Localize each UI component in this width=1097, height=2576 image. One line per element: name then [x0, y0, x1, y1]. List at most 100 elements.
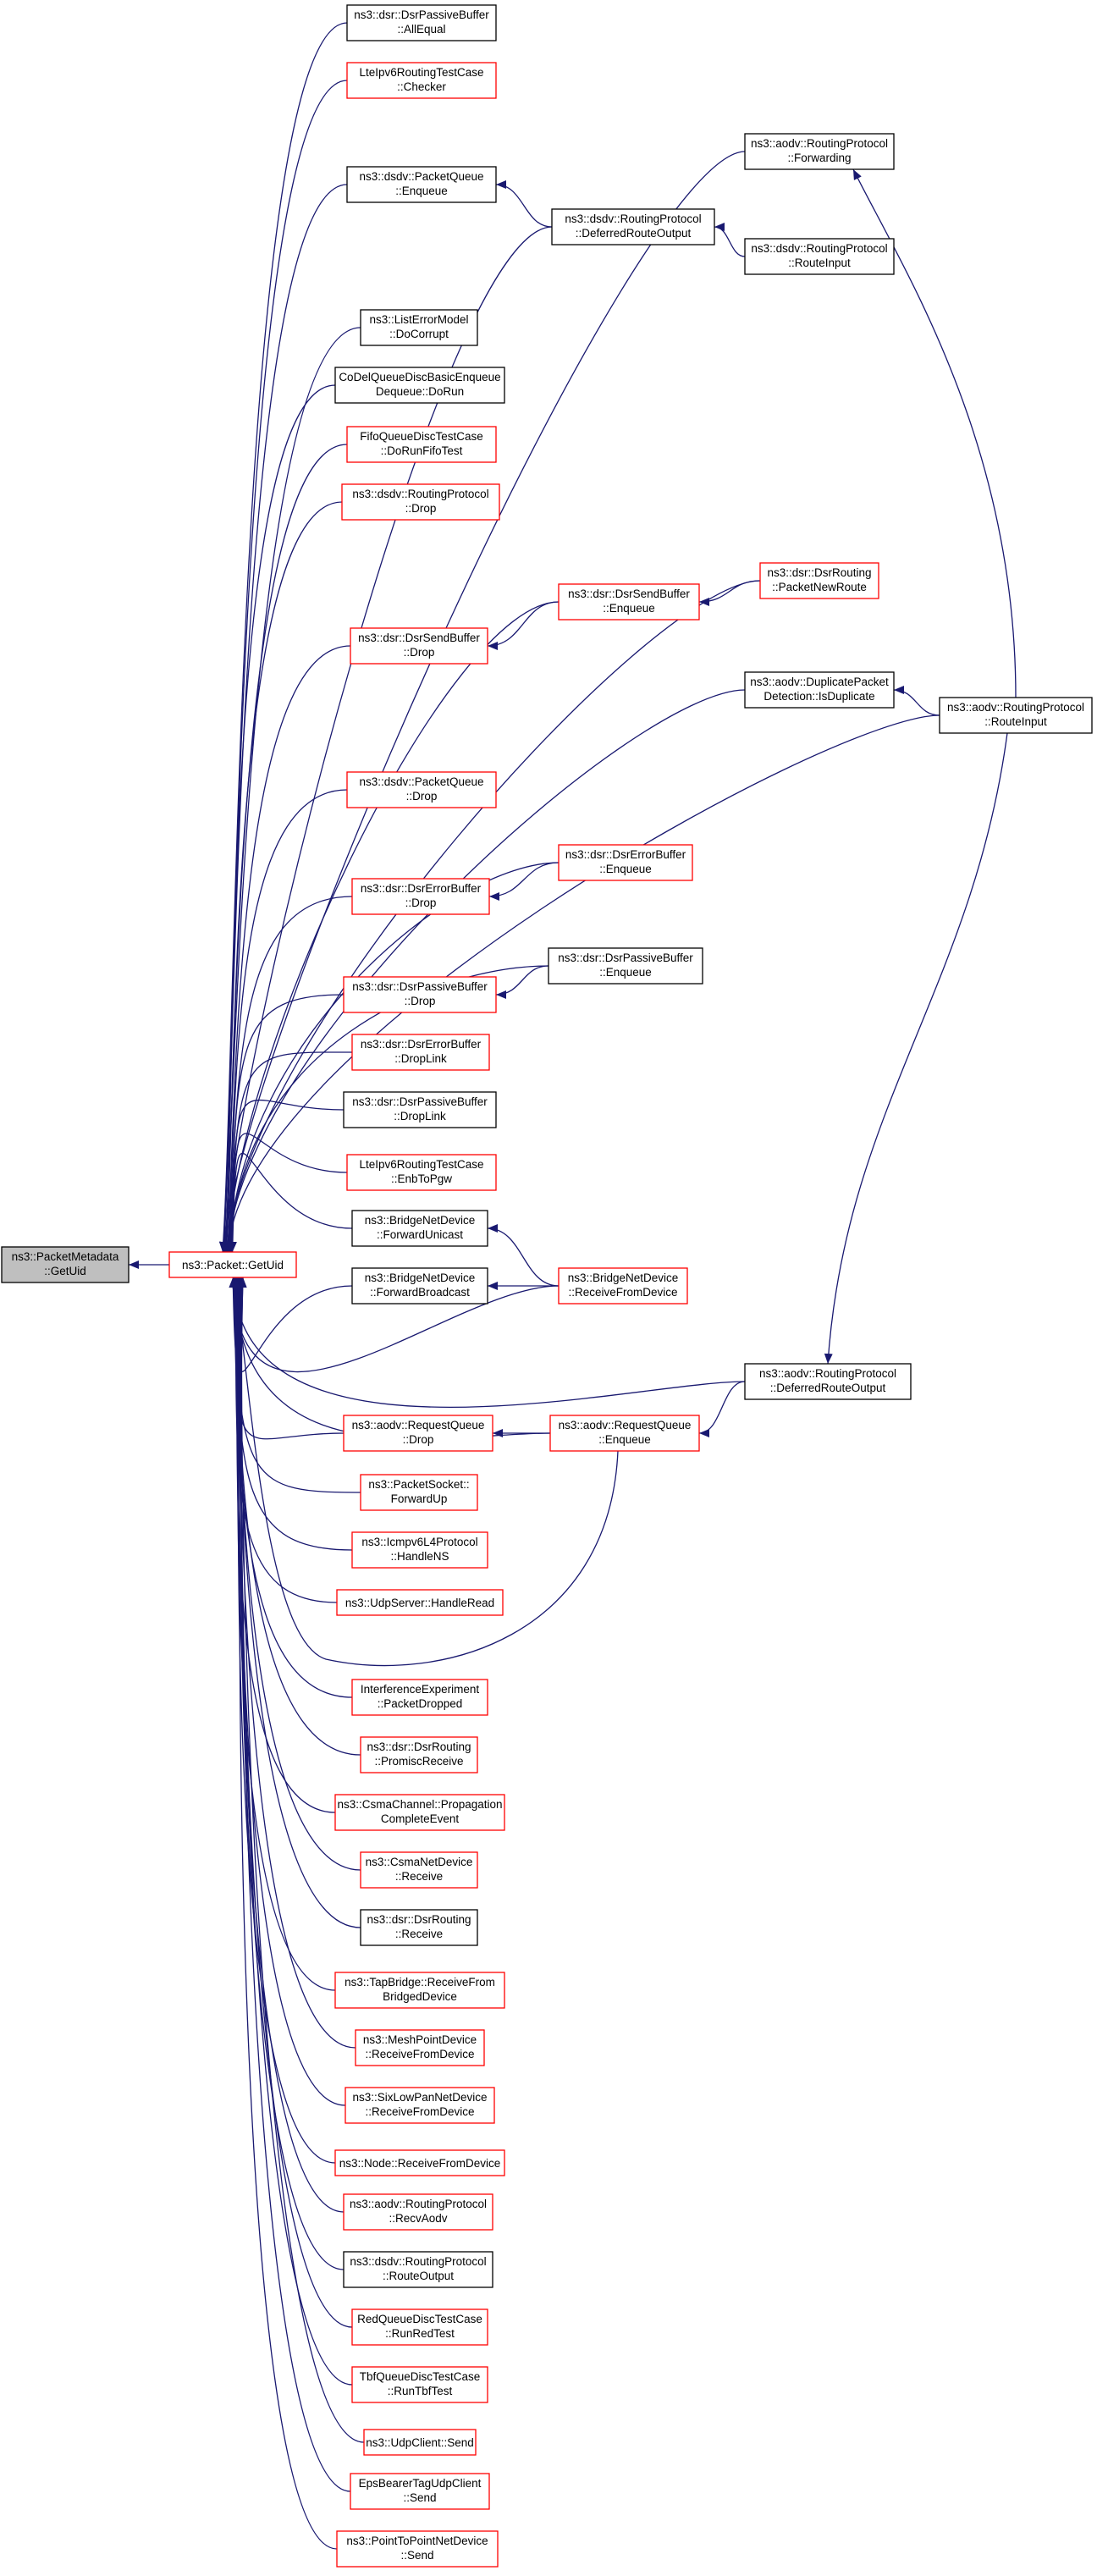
- node-n-udpcli[interactable]: ns3::UdpClient::Send: [363, 2429, 477, 2456]
- node-box: [346, 1154, 497, 1191]
- node-label-line: Dequeue::DoRun: [376, 385, 464, 398]
- edge-n_p2p-to-getuid: [238, 1277, 338, 2550]
- node-box: [168, 1251, 297, 1278]
- node-n-enbtopgw[interactable]: LteIpv6RoutingTestCase::EnbToPgw: [346, 1154, 497, 1191]
- edge-n_dsdvq_drop-to-getuid: [224, 789, 348, 1253]
- node-n-dsrpass-drop[interactable]: ns3::dsr::DsrPassiveBuffer::Drop: [343, 976, 497, 1013]
- edge-n_mesh-to-getuid: [234, 1277, 356, 2049]
- node-box: [343, 2193, 493, 2231]
- node-box: [343, 2251, 493, 2288]
- node-label-line: ::RouteOutput: [383, 2270, 454, 2282]
- node-n-p2p[interactable]: ns3::PointToPointNetDevice::Send: [336, 2530, 499, 2568]
- node-n-bridge-fu[interactable]: ns3::BridgeNetDevice::ForwardUnicast: [351, 1210, 488, 1247]
- node-n-aodvrq-drop[interactable]: ns3::aodv::RequestQueue::Drop: [343, 1415, 493, 1452]
- node-label-line: ns3::UdpClient::Send: [366, 2436, 474, 2449]
- node-box: [351, 1679, 488, 1716]
- node-n-dsdvq-drop[interactable]: ns3::dsdv::PacketQueue::Drop: [346, 771, 497, 808]
- node-n-aodv-ri[interactable]: ns3::aodv::RoutingProtocol::RouteInput: [939, 697, 1093, 734]
- node-box: [343, 976, 497, 1013]
- node-label-line: ::Drop: [404, 646, 435, 659]
- node-box: [351, 878, 490, 915]
- node-n-aodvrq-enq[interactable]: ns3::aodv::RequestQueue::Enqueue: [549, 1415, 700, 1452]
- node-label-line: ::DropLink: [394, 1110, 446, 1123]
- node-n-dsdv-ri[interactable]: ns3::dsdv::RoutingProtocol::RouteInput: [744, 238, 895, 275]
- node-label-line: ::PromiscReceive: [374, 1755, 463, 1768]
- node-label-line: ns3::dsr::DsrPassiveBuffer: [352, 980, 488, 993]
- edge-n_dsrpass_enq-to-getuid: [226, 965, 549, 1253]
- node-box: [1, 1246, 130, 1283]
- node-n-pktsock[interactable]: ns3::PacketSocket::ForwardUp: [360, 1474, 478, 1511]
- node-n-csma-prop[interactable]: ns3::CsmaChannel::PropagationCompleteEve…: [334, 1794, 505, 1831]
- node-n-interf[interactable]: InterferenceExperiment::PacketDropped: [351, 1679, 488, 1716]
- node-n-dsrerr-enq[interactable]: ns3::dsr::DsrErrorBuffer::Enqueue: [558, 844, 693, 881]
- node-n-dsrsend-enq[interactable]: ns3::dsr::DsrSendBuffer::Enqueue: [558, 583, 700, 621]
- node-label-line: ::Receive: [395, 1928, 443, 1940]
- node-n-checker[interactable]: LteIpv6RoutingTestCase::Checker: [346, 62, 497, 99]
- edge-aodvrq-enq-loop-to-getuid: [232, 1277, 619, 1667]
- node-label-line: ns3::dsr::DsrErrorBuffer: [565, 848, 686, 861]
- node-box: [744, 238, 895, 275]
- node-n-bridge-fb[interactable]: ns3::BridgeNetDevice::ForwardBroadcast: [351, 1267, 488, 1305]
- node-label-line: TbfQueueDiscTestCase: [360, 2370, 481, 2383]
- node-n-red[interactable]: RedQueueDiscTestCase::RunRedTest: [351, 2308, 488, 2346]
- node-label-line: ::DeferredRouteOutput: [576, 227, 692, 240]
- node-n-dsdv-ro[interactable]: ns3::dsdv::RoutingProtocol::RouteOutput: [343, 2251, 493, 2288]
- node-n-fifo[interactable]: FifoQueueDiscTestCase::DoRunFifoTest: [346, 426, 497, 463]
- node-n-dsdv-deferred[interactable]: ns3::dsdv::RoutingProtocol::DeferredRout…: [551, 208, 715, 245]
- node-label-line: ns3::dsr::DsrSendBuffer: [568, 587, 690, 600]
- node-box: [336, 1589, 504, 1616]
- edge-n_dsrpass_droplink-to-getuid: [227, 1099, 345, 1253]
- node-box: [334, 367, 505, 404]
- node-n-dsr-promisc[interactable]: ns3::dsr::DsrRouting::PromiscReceive: [360, 1736, 478, 1773]
- node-n-aodv-dup[interactable]: ns3::aodv::DuplicatePacketDetection::IsD…: [744, 671, 895, 709]
- node-n-udpsrv[interactable]: ns3::UdpServer::HandleRead: [336, 1589, 504, 1616]
- node-n-dsrerr-drop[interactable]: ns3::dsr::DsrErrorBuffer::Drop: [351, 878, 490, 915]
- edge-n_csma_recv-to-getuid: [233, 1277, 361, 1871]
- node-getuid[interactable]: ns3::Packet::GetUid: [168, 1251, 297, 1278]
- node-n-mesh[interactable]: ns3::MeshPointDevice::ReceiveFromDevice: [355, 2029, 485, 2066]
- node-n-dsrerr-droplink[interactable]: ns3::dsr::DsrErrorBuffer::DropLink: [351, 1034, 490, 1071]
- node-n-aodv-fwd[interactable]: ns3::aodv::RoutingProtocol::Forwarding: [744, 133, 895, 170]
- node-root[interactable]: ns3::PacketMetadata::GetUid: [1, 1246, 130, 1283]
- node-label-line: ns3::aodv::RoutingProtocol: [759, 1367, 896, 1380]
- node-n-allequal[interactable]: ns3::dsr::DsrPassiveBuffer::AllEqual: [346, 4, 497, 41]
- call-edges: [129, 22, 1017, 2550]
- node-n-sixlow[interactable]: ns3::SixLowPanNetDevice::ReceiveFromDevi…: [345, 2087, 495, 2124]
- node-box: [346, 62, 497, 99]
- node-n-aodv-deferred[interactable]: ns3::aodv::RoutingProtocol::DeferredRout…: [744, 1363, 912, 1400]
- edge-n_codel-to-getuid: [222, 384, 336, 1253]
- node-n-dsrpass-enq[interactable]: ns3::dsr::DsrPassiveBuffer::Enqueue: [548, 947, 703, 985]
- node-n-tbf[interactable]: TbfQueueDiscTestCase::RunTbfTest: [351, 2366, 488, 2403]
- node-box: [346, 4, 497, 41]
- edge-n_dsr_pnr-to-n_dsrsend_enq: [698, 580, 761, 606]
- node-n-icmp[interactable]: ns3::Icmpv6L4Protocol::HandleNS: [351, 1531, 488, 1569]
- node-n-listerr[interactable]: ns3::ListErrorModel::DoCorrupt: [360, 309, 478, 346]
- node-n-aodv-recv[interactable]: ns3::aodv::RoutingProtocol::RecvAodv: [343, 2193, 493, 2231]
- node-label-line: ns3::dsr::DsrErrorBuffer: [361, 1038, 482, 1051]
- node-box: [939, 697, 1093, 734]
- node-n-dsr-pnr[interactable]: ns3::dsr::DsrRouting::PacketNewRoute: [759, 562, 879, 599]
- node-n-csma-recv[interactable]: ns3::CsmaNetDevice::Receive: [360, 1851, 478, 1889]
- node-label-line: ns3::dsr::DsrRouting: [767, 566, 871, 579]
- node-n-dsrpass-droplink[interactable]: ns3::dsr::DsrPassiveBuffer::DropLink: [343, 1091, 497, 1128]
- node-box: [744, 133, 895, 170]
- edge-n_aodv_ri-to-n_aodv_dup: [893, 686, 940, 716]
- node-n-dsrsend-drop[interactable]: ns3::dsr::DsrSendBuffer::Drop: [350, 627, 488, 665]
- node-label-line: ::ForwardBroadcast: [370, 1286, 470, 1299]
- node-label-line: ns3::BridgeNetDevice: [365, 1214, 476, 1227]
- node-label-line: ::PacketNewRoute: [772, 581, 867, 593]
- node-n-eps[interactable]: EpsBearerTagUdpClient::Send: [350, 2473, 490, 2510]
- node-label-line: ::Drop: [403, 1433, 434, 1446]
- node-label-line: ns3::BridgeNetDevice: [365, 1271, 476, 1284]
- node-n-dsdv-drop[interactable]: ns3::dsdv::RoutingProtocol::Drop: [341, 483, 500, 521]
- node-label-line: ::Receive: [395, 1870, 443, 1883]
- node-n-bridge-rfd[interactable]: ns3::BridgeNetDevice::ReceiveFromDevice: [558, 1267, 688, 1305]
- node-n-node[interactable]: ns3::Node::ReceiveFromDevice: [334, 2149, 505, 2176]
- edge-n_csma_prop-to-getuid: [233, 1277, 336, 1813]
- node-label-line: ::Enqueue: [395, 185, 448, 197]
- node-n-dsr-recv[interactable]: ns3::dsr::DsrRouting::Receive: [360, 1909, 478, 1946]
- node-box: [548, 947, 703, 985]
- node-n-dsdvq-enq[interactable]: ns3::dsdv::PacketQueue::Enqueue: [346, 166, 497, 203]
